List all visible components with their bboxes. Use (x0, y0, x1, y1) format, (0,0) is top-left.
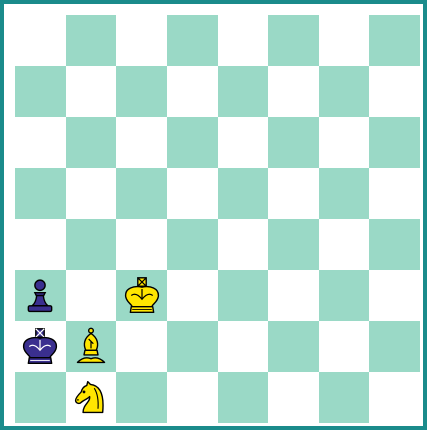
square-c6[interactable] (116, 117, 167, 168)
square-c8[interactable] (116, 15, 167, 66)
square-e3[interactable] (218, 270, 269, 321)
square-c2[interactable] (116, 321, 167, 372)
square-a6[interactable] (15, 117, 66, 168)
square-d2[interactable] (167, 321, 218, 372)
square-f1[interactable] (268, 372, 319, 423)
square-g1[interactable] (319, 372, 370, 423)
square-b5[interactable] (66, 168, 117, 219)
square-a7[interactable] (15, 66, 66, 117)
square-b4[interactable] (66, 219, 117, 270)
square-c3[interactable] (116, 270, 167, 321)
square-h4[interactable] (369, 219, 420, 270)
square-d4[interactable] (167, 219, 218, 270)
square-g3[interactable] (319, 270, 370, 321)
purple-pawn-icon (19, 275, 61, 317)
square-f4[interactable] (268, 219, 319, 270)
square-h1[interactable] (369, 372, 420, 423)
square-g4[interactable] (319, 219, 370, 270)
square-a1[interactable] (15, 372, 66, 423)
square-g2[interactable] (319, 321, 370, 372)
square-d7[interactable] (167, 66, 218, 117)
square-g6[interactable] (319, 117, 370, 168)
square-a3[interactable] (15, 270, 66, 321)
square-h6[interactable] (369, 117, 420, 168)
yellow-king-icon (121, 275, 163, 317)
square-f7[interactable] (268, 66, 319, 117)
purple-king-icon (19, 326, 61, 368)
square-g7[interactable] (319, 66, 370, 117)
square-e7[interactable] (218, 66, 269, 117)
square-c5[interactable] (116, 168, 167, 219)
yellow-knight-icon (70, 377, 112, 419)
square-h8[interactable] (369, 15, 420, 66)
square-e4[interactable] (218, 219, 269, 270)
yellow-bishop-icon (70, 326, 112, 368)
square-e5[interactable] (218, 168, 269, 219)
square-e6[interactable] (218, 117, 269, 168)
square-e2[interactable] (218, 321, 269, 372)
square-f2[interactable] (268, 321, 319, 372)
square-a4[interactable] (15, 219, 66, 270)
square-a8[interactable] (15, 15, 66, 66)
square-f5[interactable] (268, 168, 319, 219)
square-b2[interactable] (66, 321, 117, 372)
square-d1[interactable] (167, 372, 218, 423)
square-e8[interactable] (218, 15, 269, 66)
square-e1[interactable] (218, 372, 269, 423)
square-d8[interactable] (167, 15, 218, 66)
square-g5[interactable] (319, 168, 370, 219)
square-b1[interactable] (66, 372, 117, 423)
chess-board (15, 15, 420, 423)
square-d5[interactable] (167, 168, 218, 219)
square-c4[interactable] (116, 219, 167, 270)
square-f8[interactable] (268, 15, 319, 66)
square-h2[interactable] (369, 321, 420, 372)
square-f6[interactable] (268, 117, 319, 168)
square-g8[interactable] (319, 15, 370, 66)
square-b8[interactable] (66, 15, 117, 66)
square-d6[interactable] (167, 117, 218, 168)
square-a2[interactable] (15, 321, 66, 372)
square-a5[interactable] (15, 168, 66, 219)
square-h5[interactable] (369, 168, 420, 219)
square-h3[interactable] (369, 270, 420, 321)
square-h7[interactable] (369, 66, 420, 117)
square-f3[interactable] (268, 270, 319, 321)
square-c1[interactable] (116, 372, 167, 423)
square-b7[interactable] (66, 66, 117, 117)
square-b6[interactable] (66, 117, 117, 168)
square-d3[interactable] (167, 270, 218, 321)
square-b3[interactable] (66, 270, 117, 321)
square-c7[interactable] (116, 66, 167, 117)
